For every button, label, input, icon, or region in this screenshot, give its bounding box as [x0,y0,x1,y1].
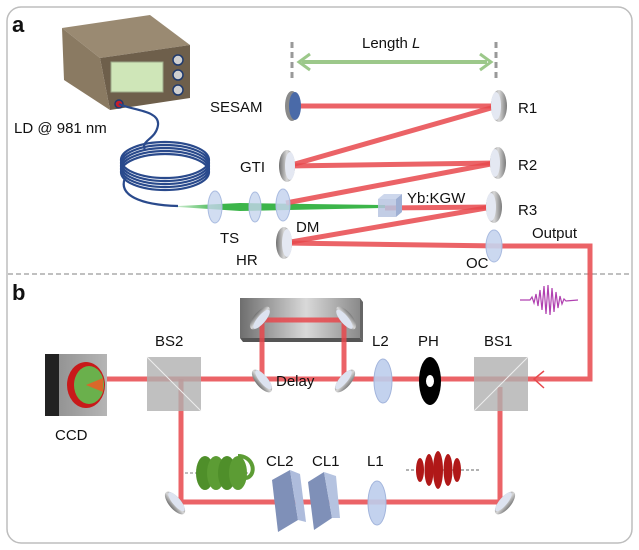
ld-knob-1 [172,54,184,66]
bs1-beamsplitter [473,356,529,412]
yb-kgw-crystal [378,194,402,217]
delay-label: Delay [276,373,315,390]
length-label: Length L [362,35,420,52]
ccd-camera [45,354,107,416]
delay-mirror-top-right [335,306,357,330]
ts-lens-2 [248,191,262,223]
gti-mirror [279,150,295,182]
bottom-left-mirror [164,491,186,515]
length-indicator [290,42,498,80]
dm-label: DM [296,219,319,236]
pinhole [419,357,441,405]
ld-label: LD @ 981 nm [14,120,107,137]
l2-label: L2 [372,333,389,350]
input-arrow-icon [532,370,545,389]
sesam-mirror [285,91,301,121]
ld-knob-3 [172,84,184,96]
ts-lens-1 [207,190,223,224]
hr-mirror [276,227,292,259]
bottom-right-mirror [494,491,516,515]
pulse-train-icon [406,451,480,489]
ts-label: TS [220,230,239,247]
ccd-label: CCD [55,427,88,444]
r3-mirror [486,191,502,223]
panel-label-a: a [12,12,25,37]
l2-lens [373,358,393,404]
r1-mirror [491,90,507,122]
cl1-label: CL1 [312,453,340,470]
r2-mirror [490,147,506,179]
bs2-label: BS2 [155,333,183,350]
cavity-beams [284,103,593,382]
delay-mirror-bottom-right [334,369,356,393]
bs1-label: BS1 [484,333,512,350]
r1-label: R1 [518,100,537,117]
ld-display-screen [110,61,164,93]
hr-label: HR [236,252,258,269]
oc-label: OC [466,255,489,272]
cl2-label: CL2 [266,453,294,470]
panel-label-b: b [12,280,25,305]
ld-knob-2 [172,69,184,81]
cl2-cylindrical-lens [272,470,306,532]
l1-lens [367,480,387,526]
output-label: Output [532,225,578,242]
delay-mirror-top-left [249,306,271,330]
spiral-phase-icon [185,454,255,490]
panel-a: a LD @ 981 nm [12,12,593,382]
oc-mirror [485,229,503,263]
ccd-arrow-icon [86,378,103,392]
laser-diode-box [62,15,190,110]
fiber-coil [118,102,211,208]
gti-label: GTI [240,159,265,176]
ultrafast-pulse-icon [520,284,579,316]
cl1-cylindrical-lens [308,472,340,530]
r2-label: R2 [518,157,537,174]
r3-label: R3 [518,202,537,219]
bs2-beamsplitter [146,356,202,412]
panel-b: b BS1 BS2 [12,280,579,532]
ph-label: PH [418,333,439,350]
delay-mirror-bottom-left [251,369,273,393]
dm-mirror [275,188,291,222]
l1-label: L1 [367,453,384,470]
yb-kgw-label: Yb:KGW [407,190,466,207]
sesam-label: SESAM [210,99,263,116]
